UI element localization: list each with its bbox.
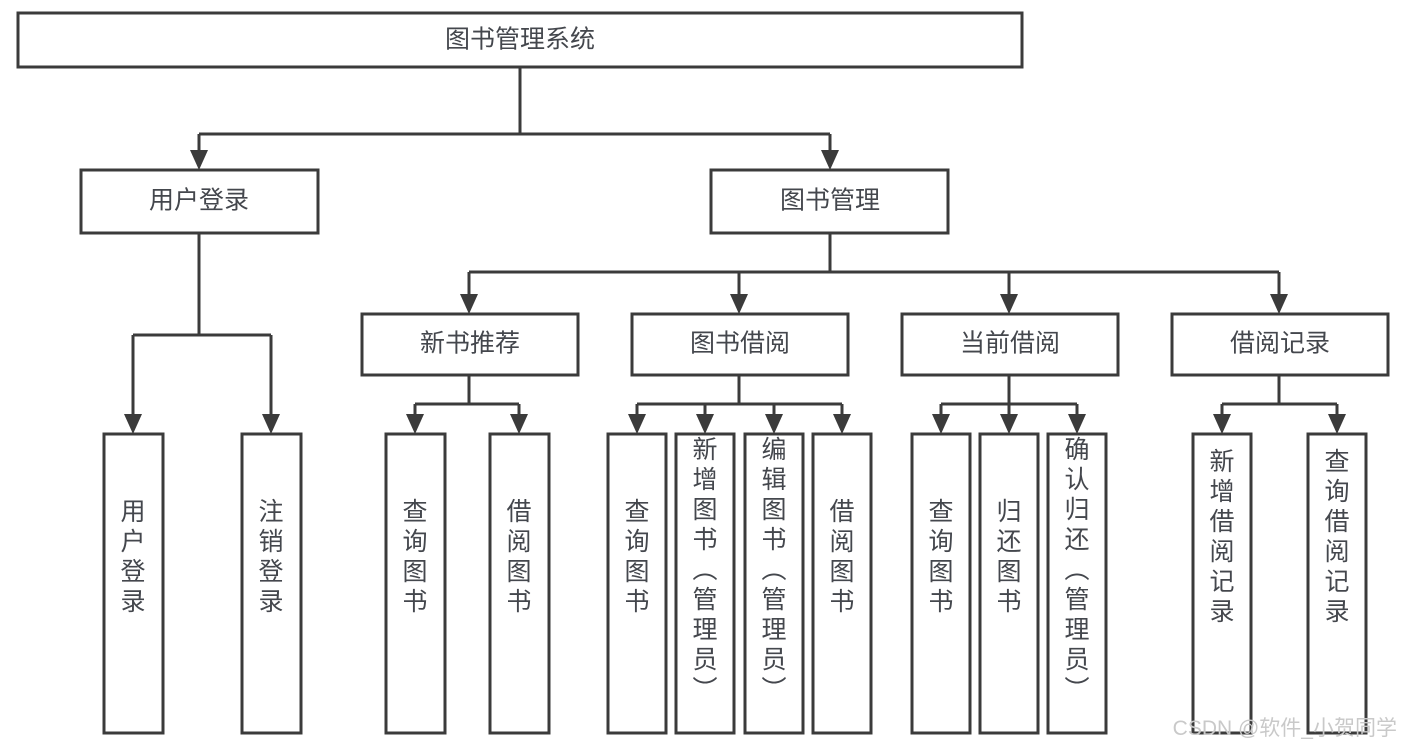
leaf-node-borrow-record-1[interactable]: 新增借阅记录 [1191, 432, 1253, 735]
leaf-node-book-borrow-4-box[interactable] [811, 432, 873, 735]
leaf-node-current-borrow-1-box[interactable] [910, 432, 972, 735]
leaf-node-new-book-2-box[interactable] [488, 432, 551, 735]
connector-group-current-borrow [932, 375, 1086, 434]
node-borrow-record-box[interactable] [1170, 312, 1390, 377]
connector-group-book-borrow [628, 375, 851, 434]
leaf-node-book-borrow-2-label: 新增图书︵管理员︶ [692, 436, 717, 704]
leaf-node-user-login-1-label: 用户登录 [120, 498, 145, 616]
leaf-node-book-borrow-3[interactable]: 编辑图书︵管理员︶ [743, 432, 805, 735]
csdn-watermark: CSDN @软件_小贺同学 [1173, 717, 1397, 740]
leaf-node-current-borrow-1[interactable]: 查询图书 [910, 432, 972, 735]
node-root-system-box[interactable] [16, 11, 1024, 69]
leaf-node-book-borrow-1-label: 查询图书 [624, 498, 649, 616]
leaf-node-book-borrow-2[interactable]: 新增图书︵管理员︶ [674, 432, 736, 735]
arrow-head-bookmgmt [821, 150, 839, 170]
leaf-node-new-book-1-label: 查询图书 [402, 498, 427, 616]
arrow-head-current-borrow [1000, 294, 1018, 314]
arrow-head-book-borrow-leaf-2 [696, 414, 714, 434]
arrow-head-new-book [460, 294, 478, 314]
arrow-head-userlogin [190, 150, 208, 170]
leaf-node-current-borrow-3-label: 确认归还︵管理员︶ [1064, 436, 1089, 704]
connector-group-user-login [124, 233, 280, 434]
leaf-node-borrow-record-2[interactable]: 查询借阅记录 [1306, 432, 1368, 735]
node-current-borrow[interactable]: 当前借阅 [900, 312, 1120, 377]
leaf-node-new-book-1-box[interactable] [384, 432, 447, 735]
leaf-node-user-login-1[interactable]: 用户登录 [102, 432, 165, 735]
leaf-node-new-book-2-label: 借阅图书 [506, 498, 531, 616]
arrow-head-new-book-leaf-2 [510, 414, 528, 434]
arrow-head-borrow-record-leaf-2 [1328, 414, 1346, 434]
node-current-borrow-label: 当前借阅 [960, 330, 1060, 358]
node-user-login[interactable]: 用户登录 [79, 168, 320, 235]
leaf-node-borrow-record-1-box[interactable] [1191, 432, 1253, 735]
node-new-book-recommend-box[interactable] [360, 312, 580, 377]
node-user-login-label: 用户登录 [149, 187, 249, 215]
leaf-node-borrow-record-1-label: 新增借阅记录 [1209, 448, 1234, 626]
arrow-head-borrow-record-leaf-1 [1213, 414, 1231, 434]
connector-group-new-book [406, 375, 528, 434]
arrow-head-user-login-leaf-2 [262, 414, 280, 434]
node-new-book-recommend[interactable]: 新书推荐 [360, 312, 580, 377]
connector-group-book-management [460, 233, 1288, 314]
node-current-borrow-box[interactable] [900, 312, 1120, 377]
leaf-node-new-book-2[interactable]: 借阅图书 [488, 432, 551, 735]
leaf-node-book-borrow-1[interactable]: 查询图书 [606, 432, 668, 735]
node-book-borrow[interactable]: 图书借阅 [630, 312, 850, 377]
node-book-borrow-label: 图书借阅 [690, 330, 790, 358]
node-root-system-label: 图书管理系统 [445, 26, 595, 54]
arrow-head-current-borrow-leaf-3 [1068, 414, 1086, 434]
leaf-node-current-borrow-2-box[interactable] [978, 432, 1040, 735]
leaf-node-current-borrow-3[interactable]: 确认归还︵管理员︶ [1046, 432, 1108, 735]
leaf-node-user-login-2[interactable]: 注销登录 [240, 432, 303, 735]
node-book-management-box[interactable] [709, 168, 950, 235]
arrow-head-user-login-leaf-1 [124, 414, 142, 434]
leaf-node-user-login-1-box[interactable] [102, 432, 165, 735]
node-book-borrow-box[interactable] [630, 312, 850, 377]
arrow-head-new-book-leaf-1 [406, 414, 424, 434]
leaf-node-book-borrow-1-box[interactable] [606, 432, 668, 735]
arrow-head-book-borrow-leaf-3 [765, 414, 783, 434]
leaf-node-borrow-record-2-box[interactable] [1306, 432, 1368, 735]
arrow-head-book-borrow [730, 294, 748, 314]
leaf-node-book-borrow-4-label: 借阅图书 [829, 498, 854, 616]
leaf-node-borrow-record-2-label: 查询借阅记录 [1324, 448, 1349, 626]
arrow-head-current-borrow-leaf-1 [932, 414, 950, 434]
connector-group-root [190, 67, 839, 170]
leaf-node-current-borrow-1-label: 查询图书 [928, 498, 953, 616]
arrow-head-borrow-record [1270, 294, 1288, 314]
node-user-login-box[interactable] [79, 168, 320, 235]
arrow-head-book-borrow-leaf-4 [833, 414, 851, 434]
leaf-node-user-login-2-label: 注销登录 [258, 498, 283, 616]
leaf-node-book-borrow-2-box[interactable] [674, 432, 736, 735]
node-new-book-recommend-label: 新书推荐 [420, 330, 520, 358]
arrow-head-current-borrow-leaf-2 [1000, 414, 1018, 434]
leaf-node-new-book-1[interactable]: 查询图书 [384, 432, 447, 735]
node-borrow-record[interactable]: 借阅记录 [1170, 312, 1390, 377]
leaf-node-current-borrow-2-label: 归还图书 [996, 498, 1021, 616]
arrow-head-book-borrow-leaf-1 [628, 414, 646, 434]
node-book-management[interactable]: 图书管理 [709, 168, 950, 235]
leaf-node-current-borrow-2[interactable]: 归还图书 [978, 432, 1040, 735]
leaf-node-book-borrow-4[interactable]: 借阅图书 [811, 432, 873, 735]
leaf-node-current-borrow-3-box[interactable] [1046, 432, 1108, 735]
node-book-management-label: 图书管理 [780, 187, 880, 215]
leaf-node-user-login-2-box[interactable] [240, 432, 303, 735]
connector-group-borrow-record [1213, 375, 1346, 434]
leaf-node-book-borrow-3-box[interactable] [743, 432, 805, 735]
node-root-system[interactable]: 图书管理系统 [16, 11, 1024, 69]
leaf-node-book-borrow-3-label: 编辑图书︵管理员︶ [761, 436, 786, 704]
node-borrow-record-label: 借阅记录 [1230, 330, 1330, 358]
